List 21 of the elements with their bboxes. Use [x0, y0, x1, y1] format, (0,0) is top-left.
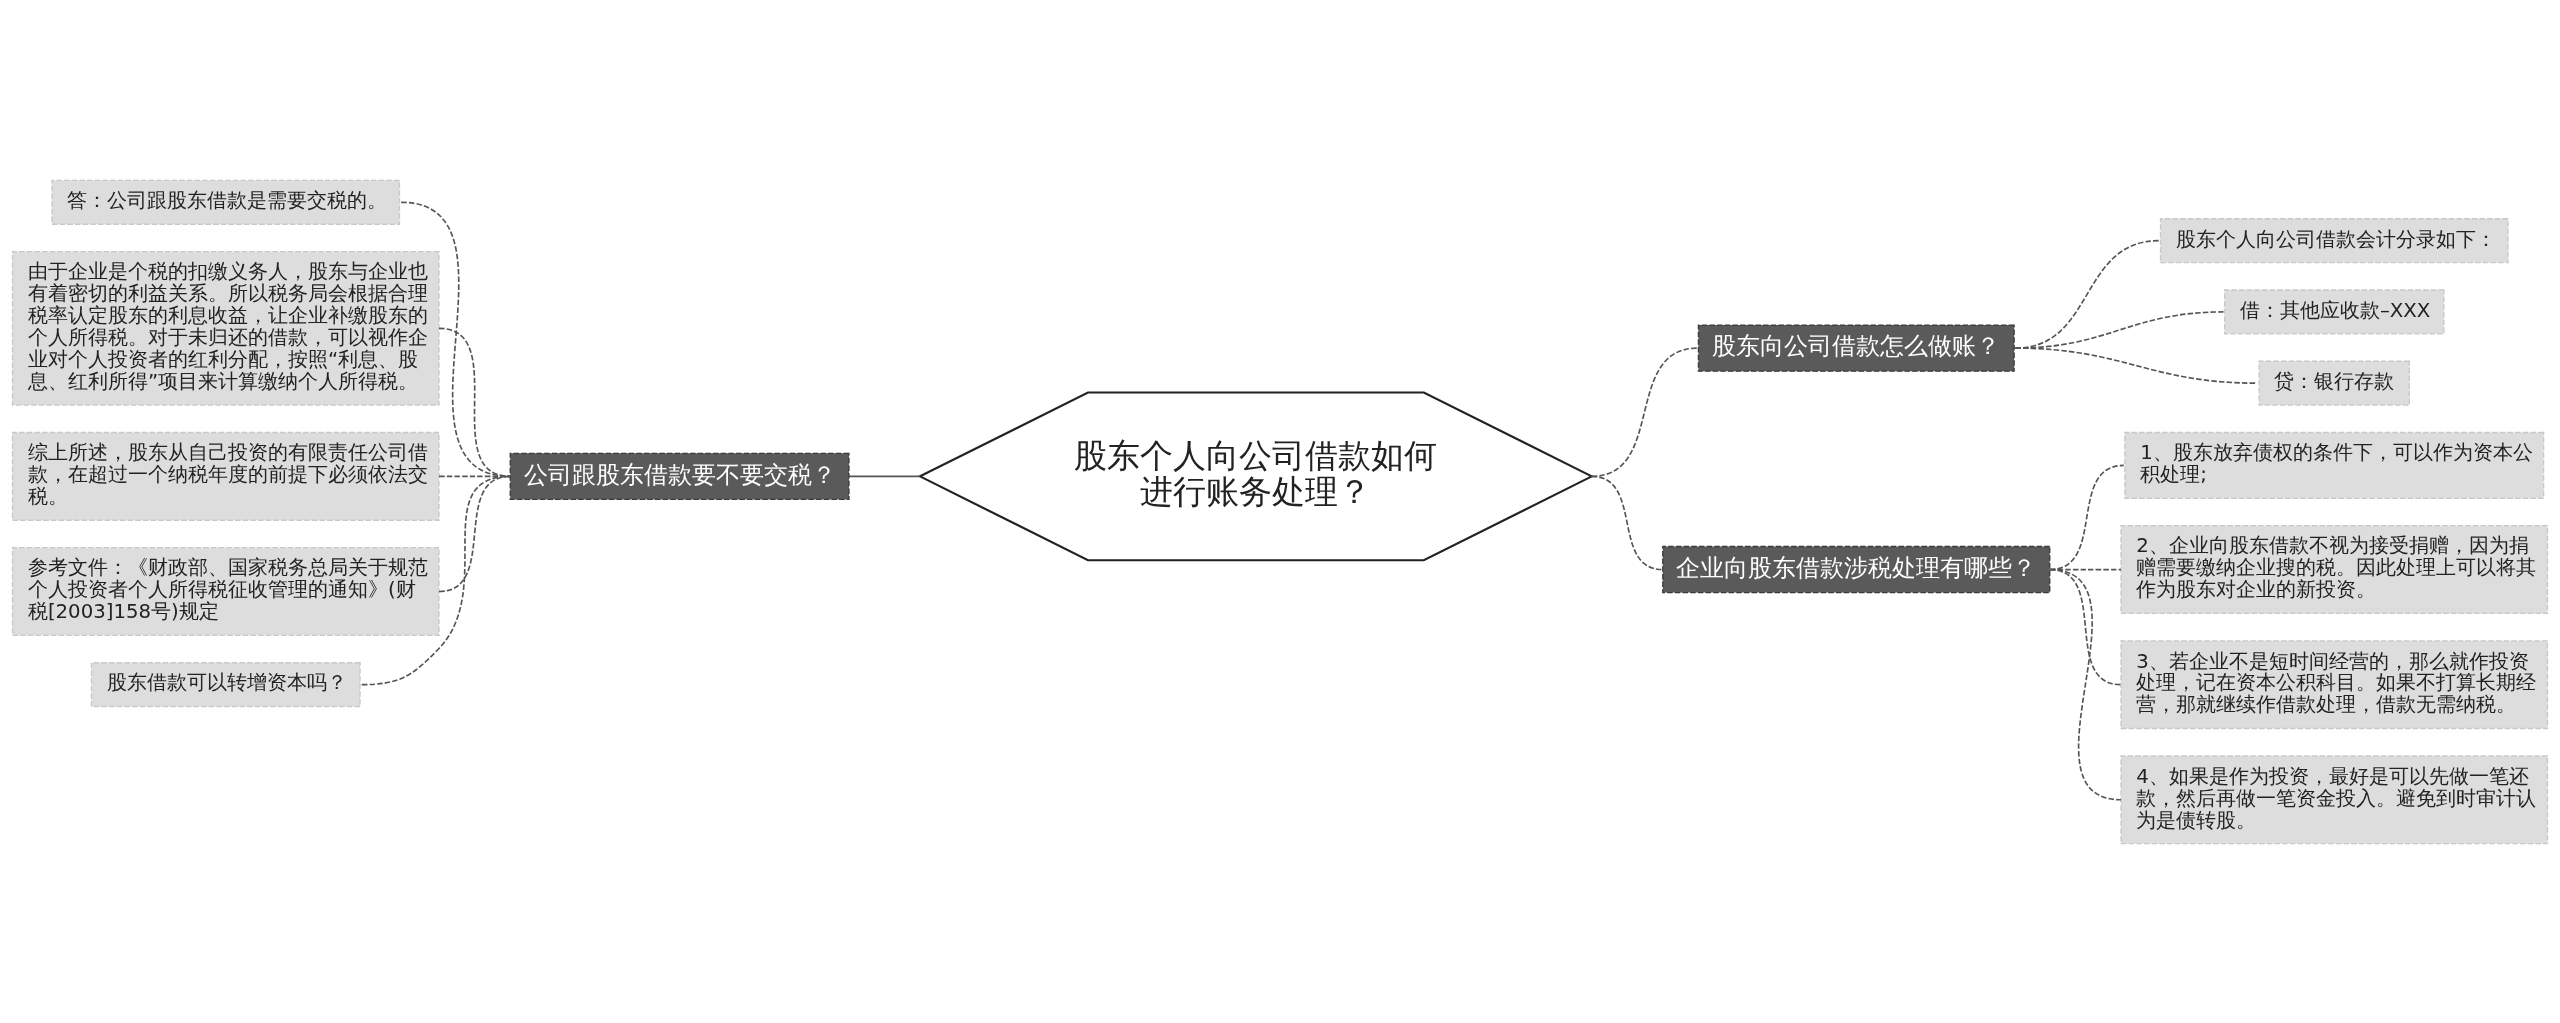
node-box: 由于企业是个税的扣缴义务人，股东与企业也有着密切的利益关系。所以税务局会根据合理税率认定股东的利息收益，让企业补缴股东的个人所得税。对于未归还的借款，可以视作企业对个人投资者的红利分配，按照“利息、股息、红利所得”项目来计算缴纳个人所得税。: [11, 250, 440, 406]
connector: [848, 475, 922, 477]
node-box: 1、股东放弃债权的条件下，可以作为资本公积处理;: [2124, 431, 2545, 499]
node-box: 借：其他应收款–XXX: [2223, 288, 2445, 335]
node-box: 2、企业向股东借款不视为接受捐赠，因为捐赠需要缴纳企业搜的税。因此处理上可以将其作为股东对企业的新投资。: [2120, 524, 2549, 614]
node-box: 3、若企业不是短时间经营的，那么就作投资处理，记在资本公积科目。如果不打算长期经营，那就继续作借款处理，借款无需纳税。: [2120, 639, 2549, 729]
node-box: 股东个人向公司借款会计分录如下：: [2159, 217, 2509, 263]
connector: [2014, 346, 2259, 384]
node-box: 贷：银行存款: [2258, 360, 2410, 406]
node-box: 股东向公司借款怎么做账？: [1697, 323, 2015, 372]
node-box: 答：公司跟股东借款是需要交税的。: [51, 179, 401, 225]
node-box: 股东借款可以转增资本吗？: [90, 661, 361, 707]
node-box: 参考文件：《财政部、国家税务总局关于规范个人投资者个人所得税征收管理的通知》(财税[2003]158号)规定: [11, 546, 440, 636]
node-box: 公司跟股东借款要不要交税？: [509, 452, 850, 500]
node-box: 企业向股东借款涉税处理有哪些？: [1662, 545, 2051, 593]
connector: [1590, 475, 1664, 570]
node-box: 综上所述，股东从自己投资的有限责任公司借款，在超过一个纳税年度的前提下必须依法交税。: [11, 431, 440, 521]
connector: [360, 475, 512, 685]
connector: [1590, 346, 1699, 477]
node-box: 4、如果是作为投资，最好是可以先做一笔还款，然后再做一笔资金投入。避免到时审计认为是债转股。: [2120, 754, 2549, 844]
connector: [2048, 568, 2122, 801]
